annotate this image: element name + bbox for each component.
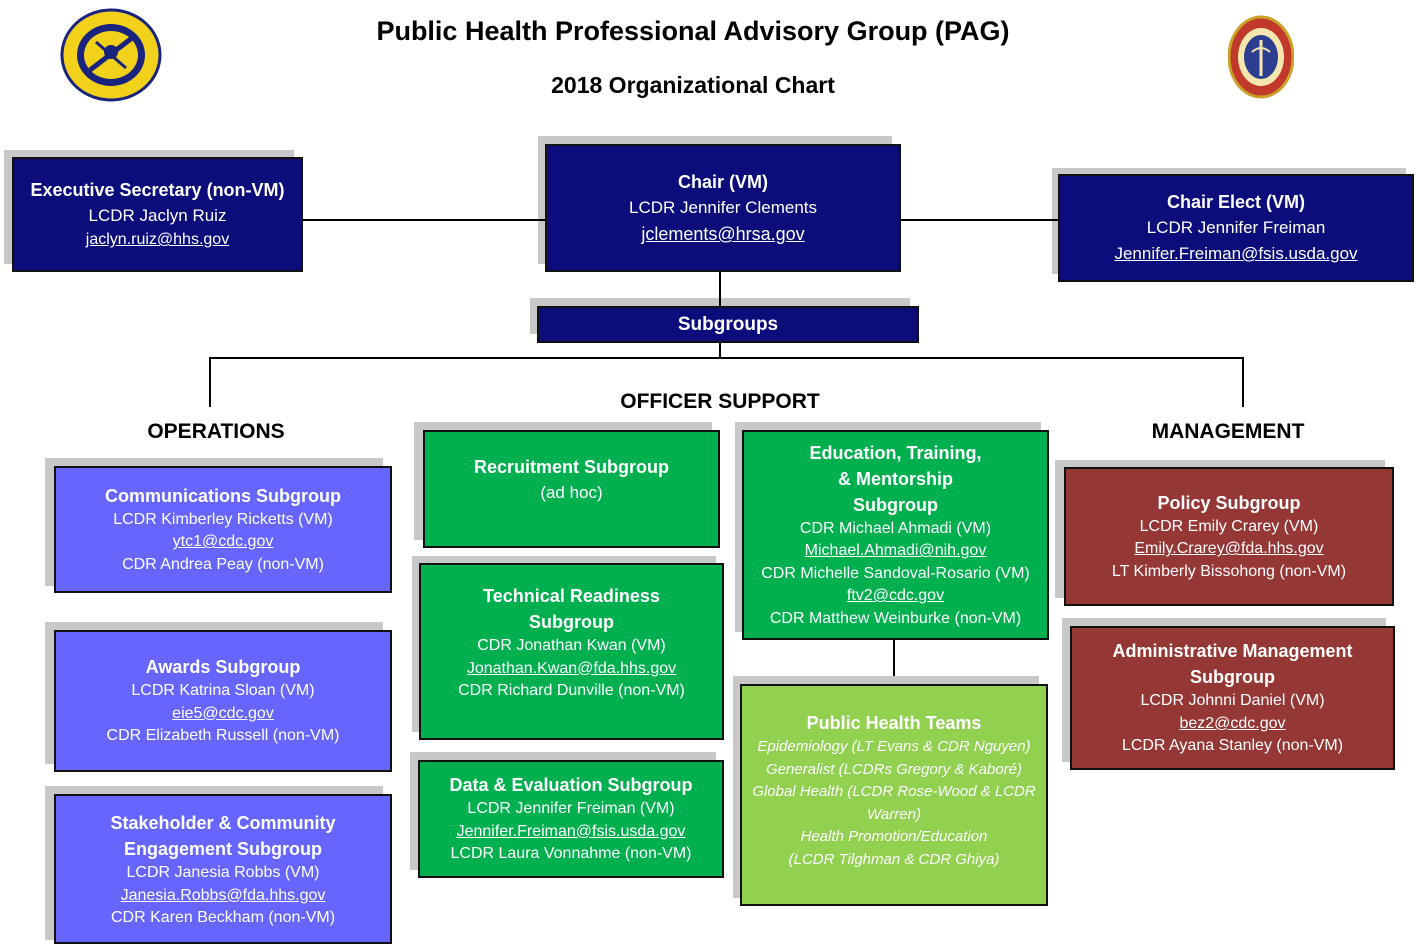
- awards-lead: LCDR Katrina Sloan (VM): [131, 682, 315, 700]
- chair-elect-title: Chair Elect (VM): [1166, 192, 1306, 212]
- admin-member: LCDR Ayana Stanley (non-VM): [1121, 737, 1344, 755]
- subgroups-bar: Subgroups: [537, 306, 919, 343]
- recruitment-note: (ad hoc): [540, 483, 603, 502]
- subgroups-label: Subgroups: [677, 313, 779, 335]
- education-subgroup-box: Education, Training, & Mentorship Subgro…: [742, 430, 1049, 640]
- team-health-promotion-cont: (LCDR Tilghman & CDR Ghiya): [788, 850, 1000, 868]
- education-member: CDR Matthew Weinburke (non-VM): [769, 609, 1022, 627]
- chair-elect-box: Chair Elect (VM) LCDR Jennifer Freiman J…: [1058, 174, 1414, 282]
- chair-elect-email[interactable]: Jennifer.Freiman@fsis.usda.gov: [1114, 244, 1358, 263]
- chair-email[interactable]: jclements@hrsa.gov: [641, 224, 805, 244]
- page-subtitle: 2018 Organizational Chart: [551, 72, 835, 98]
- stakeholder-email[interactable]: Janesia.Robbs@fda.hhs.gov: [120, 886, 326, 904]
- connector-chair-subgroups: [719, 272, 721, 307]
- administrative-management-subgroup-box: Administrative Management Subgroup LCDR …: [1070, 626, 1395, 770]
- team-generalist: Generalist (LCDRs Gregory & Kaboré): [766, 760, 1022, 778]
- technical-readiness-subgroup-box: Technical Readiness Subgroup CDR Jonatha…: [419, 563, 724, 740]
- admin-lead: LCDR Johnni Daniel (VM): [1140, 692, 1325, 710]
- stakeholder-title-line2: Engagement Subgroup: [124, 839, 322, 859]
- education-email-1[interactable]: Michael.Ahmadi@nih.gov: [804, 542, 987, 560]
- communications-email[interactable]: ytc1@cdc.gov: [172, 533, 274, 551]
- data-evaluation-title: Data & Evaluation Subgroup: [449, 775, 693, 796]
- section-management: MANAGEMENT: [1151, 420, 1305, 443]
- policy-lead: LCDR Emily Crarey (VM): [1139, 517, 1319, 535]
- connector-left: [302, 219, 546, 221]
- connector-operations: [209, 357, 211, 407]
- policy-subgroup-box: Policy Subgroup LCDR Emily Crarey (VM) E…: [1064, 467, 1394, 606]
- connector-right: [900, 219, 1058, 221]
- team-epidemiology: Epidemiology (LT Evans & CDR Nguyen): [757, 738, 1031, 755]
- awards-subgroup-box: Awards Subgroup LCDR Katrina Sloan (VM) …: [54, 630, 392, 772]
- policy-email[interactable]: Emily.Crarey@fda.hhs.gov: [1134, 540, 1324, 558]
- connector-branch: [209, 357, 1244, 359]
- executive-secretary-name: LCDR Jaclyn Ruiz: [88, 206, 227, 226]
- chair-name: LCDR Jennifer Clements: [628, 198, 817, 217]
- communications-title: Communications Subgroup: [105, 485, 341, 506]
- usphs-seal-logo: [60, 8, 162, 102]
- team-health-promotion: Health Promotion/Education: [800, 828, 988, 845]
- connector-education-teams: [893, 640, 895, 686]
- technical-title-line1: Technical Readiness: [483, 586, 660, 606]
- communications-member: CDR Andrea Peay (non-VM): [122, 555, 324, 573]
- page-title: Public Health Professional Advisory Grou…: [376, 16, 1010, 46]
- technical-member: CDR Richard Dunville (non-VM): [458, 682, 685, 699]
- awards-title: Awards Subgroup: [145, 657, 301, 678]
- team-global-health-cont: Warren): [867, 805, 921, 823]
- education-colead: CDR Michelle Sandoval-Rosario (VM): [761, 564, 1030, 582]
- connector-subgroups-bar: [719, 342, 721, 359]
- awards-member: CDR Elizabeth Russell (non-VM): [106, 727, 340, 745]
- section-officer-support: OFFICER SUPPORT: [620, 390, 820, 413]
- executive-secretary-title: Executive Secretary (non-VM): [30, 180, 285, 201]
- team-global-health: Global Health (LCDR Rose-Wood & LCDR: [752, 783, 1036, 800]
- stakeholder-member: CDR Karen Beckham (non-VM): [110, 909, 336, 926]
- public-health-teams-box: Public Health Teams Epidemiology (LT Eva…: [740, 684, 1048, 906]
- education-title-line3: Subgroup: [853, 494, 938, 515]
- admin-title-line1: Administrative Management: [1112, 641, 1353, 662]
- recruitment-subgroup-box: Recruitment Subgroup (ad hoc): [423, 430, 720, 548]
- chair-title: Chair (VM): [678, 172, 768, 192]
- education-lead: CDR Michael Ahmadi (VM): [799, 519, 992, 537]
- education-title-line1: Education, Training,: [809, 442, 982, 463]
- executive-secretary-box: Executive Secretary (non-VM) LCDR Jaclyn…: [12, 157, 303, 272]
- section-operations: OPERATIONS: [147, 420, 285, 443]
- stakeholder-lead: LCDR Janesia Robbs (VM): [126, 864, 320, 881]
- recruitment-title: Recruitment Subgroup: [473, 457, 669, 477]
- health-services-seal-logo: [1227, 14, 1295, 100]
- data-evaluation-lead: LCDR Jennifer Freiman (VM): [467, 800, 675, 818]
- data-evaluation-email[interactable]: Jennifer.Freiman@fsis.usda.gov: [456, 822, 686, 840]
- policy-member: LT Kimberly Bissohong (non-VM): [1111, 562, 1347, 580]
- stakeholder-title-line1: Stakeholder & Community: [110, 813, 336, 833]
- technical-title-line2: Subgroup: [529, 612, 614, 632]
- stakeholder-subgroup-box: Stakeholder & Community Engagement Subgr…: [54, 794, 392, 944]
- chair-elect-name: LCDR Jennifer Freiman: [1146, 218, 1326, 237]
- technical-lead: CDR Jonathan Kwan (VM): [477, 637, 666, 654]
- public-health-teams-title: Public Health Teams: [806, 713, 982, 733]
- data-evaluation-subgroup-box: Data & Evaluation Subgroup LCDR Jennifer…: [418, 760, 724, 878]
- connector-management: [1242, 357, 1244, 407]
- education-title-line2: & Mentorship: [838, 468, 953, 489]
- executive-secretary-email[interactable]: jaclyn.ruiz@hhs.gov: [85, 231, 230, 249]
- communications-lead: LCDR Kimberley Ricketts (VM): [113, 510, 333, 528]
- awards-email[interactable]: eie5@cdc.gov: [172, 704, 274, 722]
- admin-email[interactable]: bez2@cdc.gov: [1179, 714, 1286, 732]
- data-evaluation-member: LCDR Laura Vonnahme (non-VM): [450, 845, 692, 863]
- admin-title-line2: Subgroup: [1190, 667, 1275, 688]
- communications-subgroup-box: Communications Subgroup LCDR Kimberley R…: [54, 466, 392, 593]
- chair-box: Chair (VM) LCDR Jennifer Clements jcleme…: [545, 144, 901, 272]
- policy-title: Policy Subgroup: [1157, 492, 1301, 513]
- technical-email[interactable]: Jonathan.Kwan@fda.hhs.gov: [466, 659, 677, 677]
- education-email-2[interactable]: ftv2@cdc.gov: [846, 587, 945, 605]
